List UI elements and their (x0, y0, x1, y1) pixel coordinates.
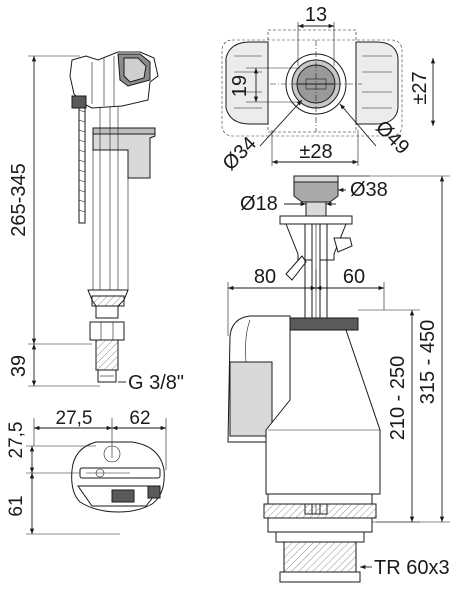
flush-valve-flange (279, 215, 353, 225)
dim-label-button-38: Ø38 (350, 179, 388, 201)
flush-valve-seal (263, 503, 377, 519)
fill-valve-lever-block (71, 95, 87, 109)
dim-leader-button-49 (339, 103, 377, 147)
fill-valve-nut (89, 321, 125, 341)
flush-valve-side-view: Ø38 Ø18 80 60 210 - 250 315 - 450 TR 60x… (227, 175, 450, 583)
dim-label-fill-valve-height: 265-345 (8, 163, 30, 236)
dim-label-mid-height: 210 - 250 (387, 356, 409, 441)
flush-valve-button-stem (305, 201, 327, 217)
button-housing-right (355, 41, 399, 125)
fill-valve-threaded-shank (95, 339, 119, 371)
dim-label-button-34: Ø34 (219, 133, 261, 175)
thread-label-fill-valve: G 3/8" (128, 372, 184, 394)
dim-label-top-width-left: 27,5 (56, 408, 93, 429)
dim-label-left-reach: 80 (254, 266, 276, 288)
dim-leader-button-34 (259, 99, 303, 147)
fill-valve-side-view: 265-345 39 G 3/8" (8, 51, 184, 394)
dim-label-button-27: ±27 (409, 71, 431, 104)
button-top-view: 13 19 ±27 Ø34 Ø49 ±28 (219, 4, 436, 175)
flush-valve-thread (283, 541, 357, 573)
fill-valve-top-view: 27,5 62 27,5 61 (6, 408, 167, 535)
thread-label-flush-valve: TR 60x3 (374, 557, 450, 579)
dim-label-rod-18: Ø18 (240, 193, 278, 215)
dim-label-right-reach: 60 (343, 266, 365, 288)
dim-label-top-width-right: 62 (129, 408, 150, 429)
fill-valve-float-top (92, 127, 156, 135)
flush-valve-overflow-pipe (229, 361, 273, 437)
dim-label-top-offset: 27,5 (6, 422, 27, 459)
dim-label-fill-valve-thread: 39 (8, 355, 30, 377)
dim-label-button-19: 19 (229, 75, 251, 97)
fill-valve-top-dark-block (111, 489, 135, 503)
dim-label-total-height: 315 - 450 (417, 320, 439, 405)
dim-label-top-depth: 61 (6, 495, 27, 516)
flush-valve-collar (285, 317, 359, 331)
fill-valve-float (92, 127, 156, 179)
dim-label-button-13: 13 (305, 4, 327, 26)
dim-label-button-28: ±28 (299, 141, 332, 163)
